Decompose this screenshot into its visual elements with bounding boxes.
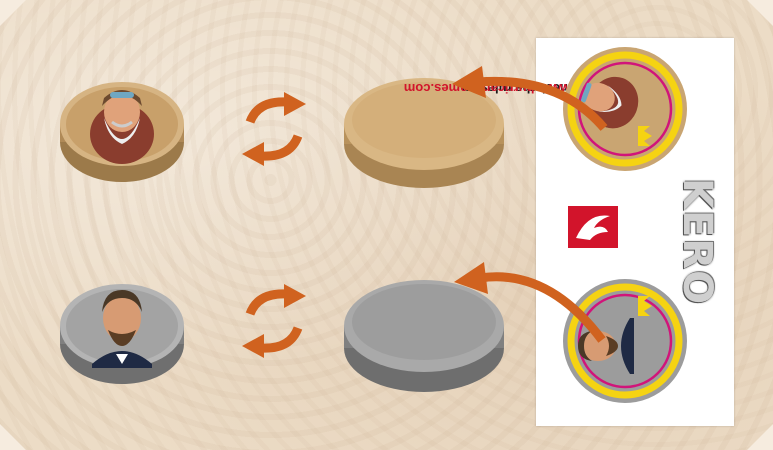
tan-character-token[interactable] — [56, 72, 188, 188]
grey-blank-token[interactable] — [338, 266, 510, 396]
swap-cycle-icon — [228, 92, 320, 166]
grey-character-token[interactable] — [56, 272, 188, 390]
tan-portrait-coin[interactable] — [560, 44, 690, 174]
swap-cycle-icon — [228, 284, 320, 358]
hurricane-logo-icon — [568, 206, 618, 248]
website-link[interactable]: www.hurricanegames.com — [404, 81, 568, 96]
brand-logo: KERO — [676, 178, 720, 284]
grey-portrait-coin[interactable] — [560, 276, 690, 406]
